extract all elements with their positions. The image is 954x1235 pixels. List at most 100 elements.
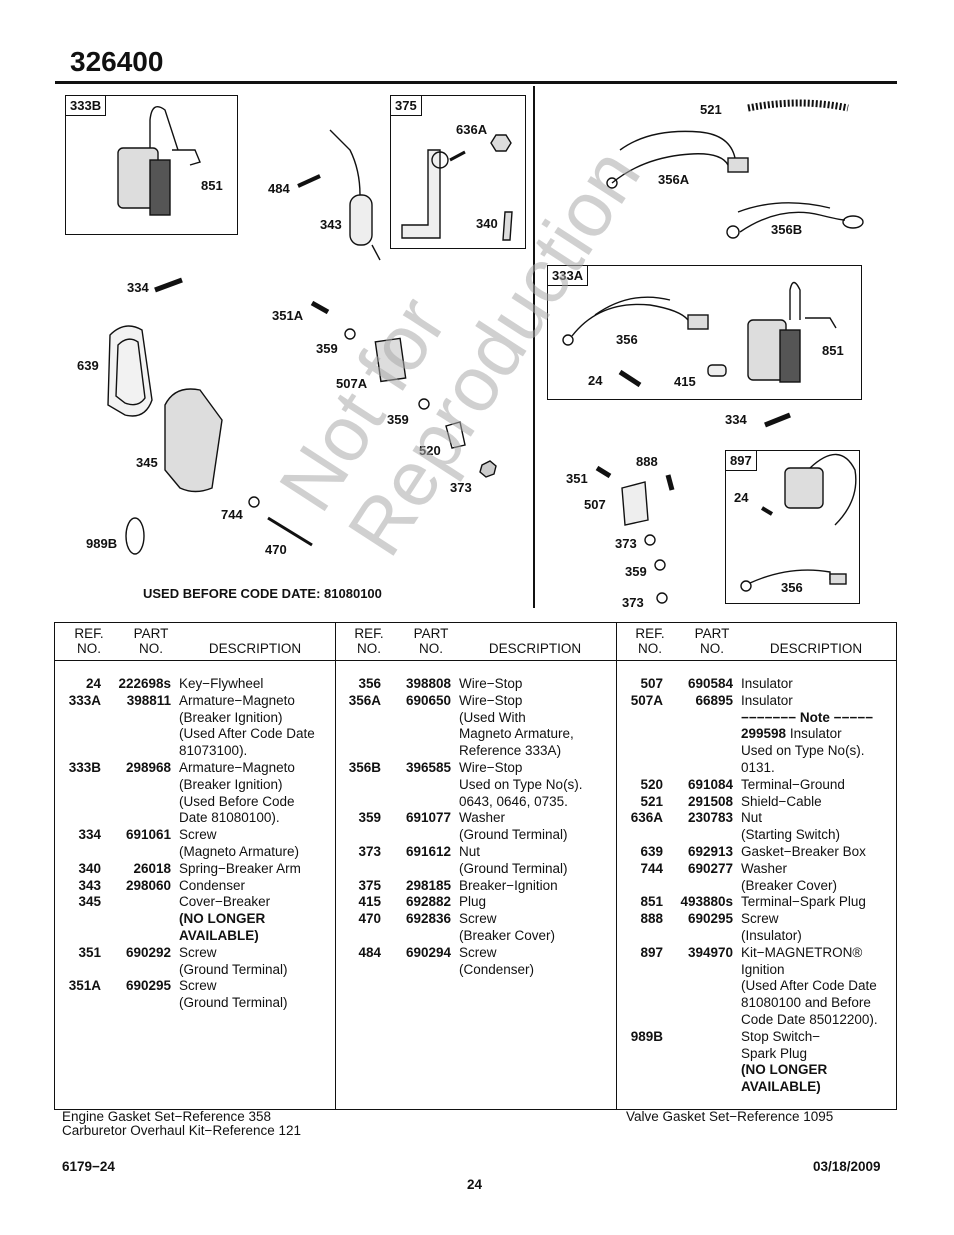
note-line: 0131. [741, 759, 775, 775]
description-line: 0643, 0646, 0735. [459, 793, 568, 809]
description-line: Wire−Stop [459, 676, 523, 691]
part-description: Screw(Breaker Cover) [459, 911, 616, 945]
callout-label: 470 [265, 542, 287, 557]
part-row: 340 26018 Spring−Breaker Arm [55, 861, 335, 878]
part-number: 690650 [405, 692, 451, 708]
part-description: Nut(Ground Terminal) [459, 844, 616, 878]
callout-box-333a: 333A [547, 265, 862, 400]
ref-number: 345 [78, 894, 101, 910]
ref-number: 373 [358, 843, 381, 859]
callout-box-375: 375 [390, 95, 526, 249]
callout-box-897: 897 [725, 450, 860, 604]
part-description: Spring−Breaker Arm [179, 861, 335, 878]
title-rule [55, 81, 897, 84]
part-description: Key−Flywheel [179, 676, 335, 693]
part-description: Screw(Insulator) [741, 911, 898, 945]
document-date: 03/18/2009 [813, 1159, 881, 1174]
ref-number: 333B [68, 759, 101, 775]
callout-label: 334 [725, 412, 747, 427]
part-number: 396585 [405, 759, 451, 775]
description-line: Stop Switch− [741, 1028, 821, 1044]
callout-label: 744 [221, 507, 243, 522]
description-line: Screw [179, 944, 217, 960]
description-line: Cover−Breaker [179, 894, 271, 910]
wire-356b-drawing [726, 202, 864, 239]
description-header: DESCRIPTION [208, 641, 302, 656]
description-line: Plug [459, 894, 487, 910]
ref-number: 343 [78, 877, 101, 893]
box-label-375: 375 [391, 96, 422, 116]
part-number: 26018 [133, 860, 171, 876]
part-description: Nut(Starting Switch) [741, 810, 898, 844]
part-number: 66895 [695, 692, 733, 708]
part-number: 692913 [687, 843, 733, 859]
ref-number: 356A [348, 692, 381, 708]
part-number: 691061 [125, 827, 171, 843]
description-line: (Used With [459, 709, 526, 725]
part-number: 394970 [687, 944, 733, 960]
used-before-note: USED BEFORE CODE DATE: 81080100 [143, 586, 382, 601]
part-number: 691612 [405, 843, 451, 859]
part-number: 690292 [125, 944, 171, 960]
description-line: 81073100). [179, 743, 248, 759]
ref-number: 897 [640, 944, 663, 960]
callout-label: 351A [272, 308, 304, 323]
callout-label: 24 [734, 490, 749, 505]
description-line: Washer [741, 860, 788, 876]
description-line: (Breaker Ignition) [179, 776, 283, 792]
part-description: Kit−MAGNETRON®Ignition(Used After Code D… [741, 945, 898, 1029]
description-line: Reference 333A) [459, 743, 562, 759]
part-number: 298185 [405, 877, 451, 893]
callout-label: 359 [625, 564, 647, 579]
description-line: Nut [741, 810, 763, 826]
description-line: Used on Type No(s). [459, 776, 583, 792]
part-description: Wire−Stop [459, 676, 616, 693]
wire-356a-drawing [606, 130, 749, 189]
part-number: 493880s [680, 894, 733, 910]
ref-number: 333A [68, 692, 101, 708]
description-line: (Ground Terminal) [459, 860, 568, 876]
ref-number: 415 [358, 894, 381, 910]
part-description: Screw(Ground Terminal) [179, 978, 335, 1012]
ref-number: 888 [640, 911, 663, 927]
document-number: 6179−24 [62, 1159, 115, 1174]
callout-label: 507A [336, 376, 368, 391]
page-title: 326400 [70, 46, 164, 77]
box-label-333b: 333B [66, 96, 107, 116]
ref-number: 340 [78, 860, 101, 876]
ref-number: 375 [358, 877, 381, 893]
part-description: Armature−Magneto(Breaker Ignition)(Used … [179, 760, 335, 827]
description-line: Condenser [179, 877, 246, 893]
description-line: (Ground Terminal) [179, 961, 288, 977]
callout-box-333b: 333B [65, 95, 238, 235]
column-divider [335, 623, 336, 1109]
callout-label: 356 [616, 332, 638, 347]
description-line: Ignition [741, 961, 785, 977]
description-line: (Condenser) [459, 961, 535, 977]
description-line: Breaker−Ignition [459, 877, 558, 893]
description-line: Terminal−Ground [741, 776, 845, 792]
part-number: 298968 [125, 759, 171, 775]
description-line: Wire−Stop [459, 692, 523, 708]
part-description: Condenser [179, 878, 335, 895]
callout-label: 334 [127, 280, 149, 295]
availability-note: AVAILABLE) [741, 1079, 821, 1095]
ref-number: 851 [640, 894, 663, 910]
callout-label: 359 [316, 341, 338, 356]
description-line: Shield−Cable [741, 793, 822, 809]
part-description: Screw(Condenser) [459, 945, 616, 979]
